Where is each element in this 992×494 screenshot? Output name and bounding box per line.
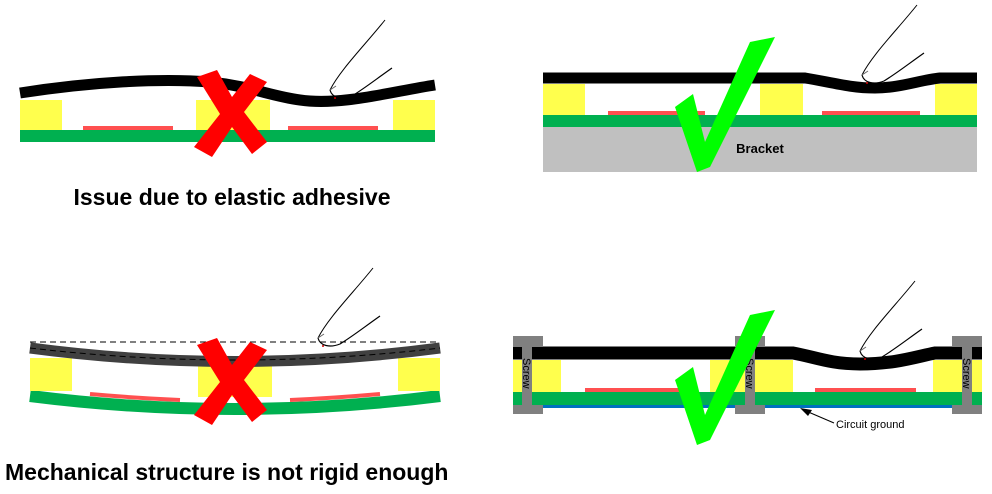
bracket	[543, 127, 977, 172]
ground-arrow	[805, 410, 835, 424]
finger-icon	[317, 267, 381, 348]
sensor-pad	[89, 392, 181, 402]
sensor-pad	[585, 388, 680, 392]
ground-label: Circuit ground	[836, 419, 904, 431]
adhesive-block	[935, 84, 977, 115]
adhesive-block	[933, 360, 982, 392]
sensor-pad	[815, 388, 916, 392]
panel-not-rigid	[29, 267, 441, 425]
cover-layer	[29, 342, 441, 367]
sensor-pad	[289, 392, 381, 402]
adhesive-block	[30, 358, 72, 391]
panel-bracket: Bracket	[543, 4, 977, 172]
screw-label: Screw	[960, 358, 972, 389]
adhesive-block	[393, 100, 435, 130]
panel-screws: Screw Screw Screw Circuit ground	[513, 280, 982, 445]
pcb-layer	[20, 130, 435, 142]
bracket-label: Bracket	[736, 141, 784, 156]
finger-icon	[859, 280, 923, 361]
cover-layer	[543, 72, 977, 94]
screw: Screw	[952, 336, 982, 414]
panel-elastic-adhesive	[19, 19, 436, 157]
adhesive-block	[398, 358, 440, 391]
cover-layer	[513, 346, 982, 371]
finger-icon	[329, 19, 393, 100]
arrowhead-icon	[800, 408, 812, 416]
sensor-pad	[822, 111, 920, 115]
deflection-line	[29, 347, 441, 361]
adhesive-block	[20, 100, 62, 130]
adhesive-block	[543, 84, 585, 115]
screw-label: Screw	[520, 358, 532, 389]
finger-icon	[861, 4, 925, 85]
caption-not-rigid: Mechanical structure is not rigid enough	[5, 459, 448, 485]
sensor-pad	[288, 126, 378, 130]
adhesive-block	[760, 84, 803, 115]
adhesive-block	[513, 360, 561, 392]
pcb-layer	[29, 390, 441, 415]
screw: Screw	[513, 336, 543, 414]
caption-elastic-adhesive: Issue due to elastic adhesive	[73, 184, 390, 210]
sensor-pad	[608, 111, 705, 115]
pcb-layer	[543, 115, 977, 127]
sensor-pad	[83, 126, 173, 130]
